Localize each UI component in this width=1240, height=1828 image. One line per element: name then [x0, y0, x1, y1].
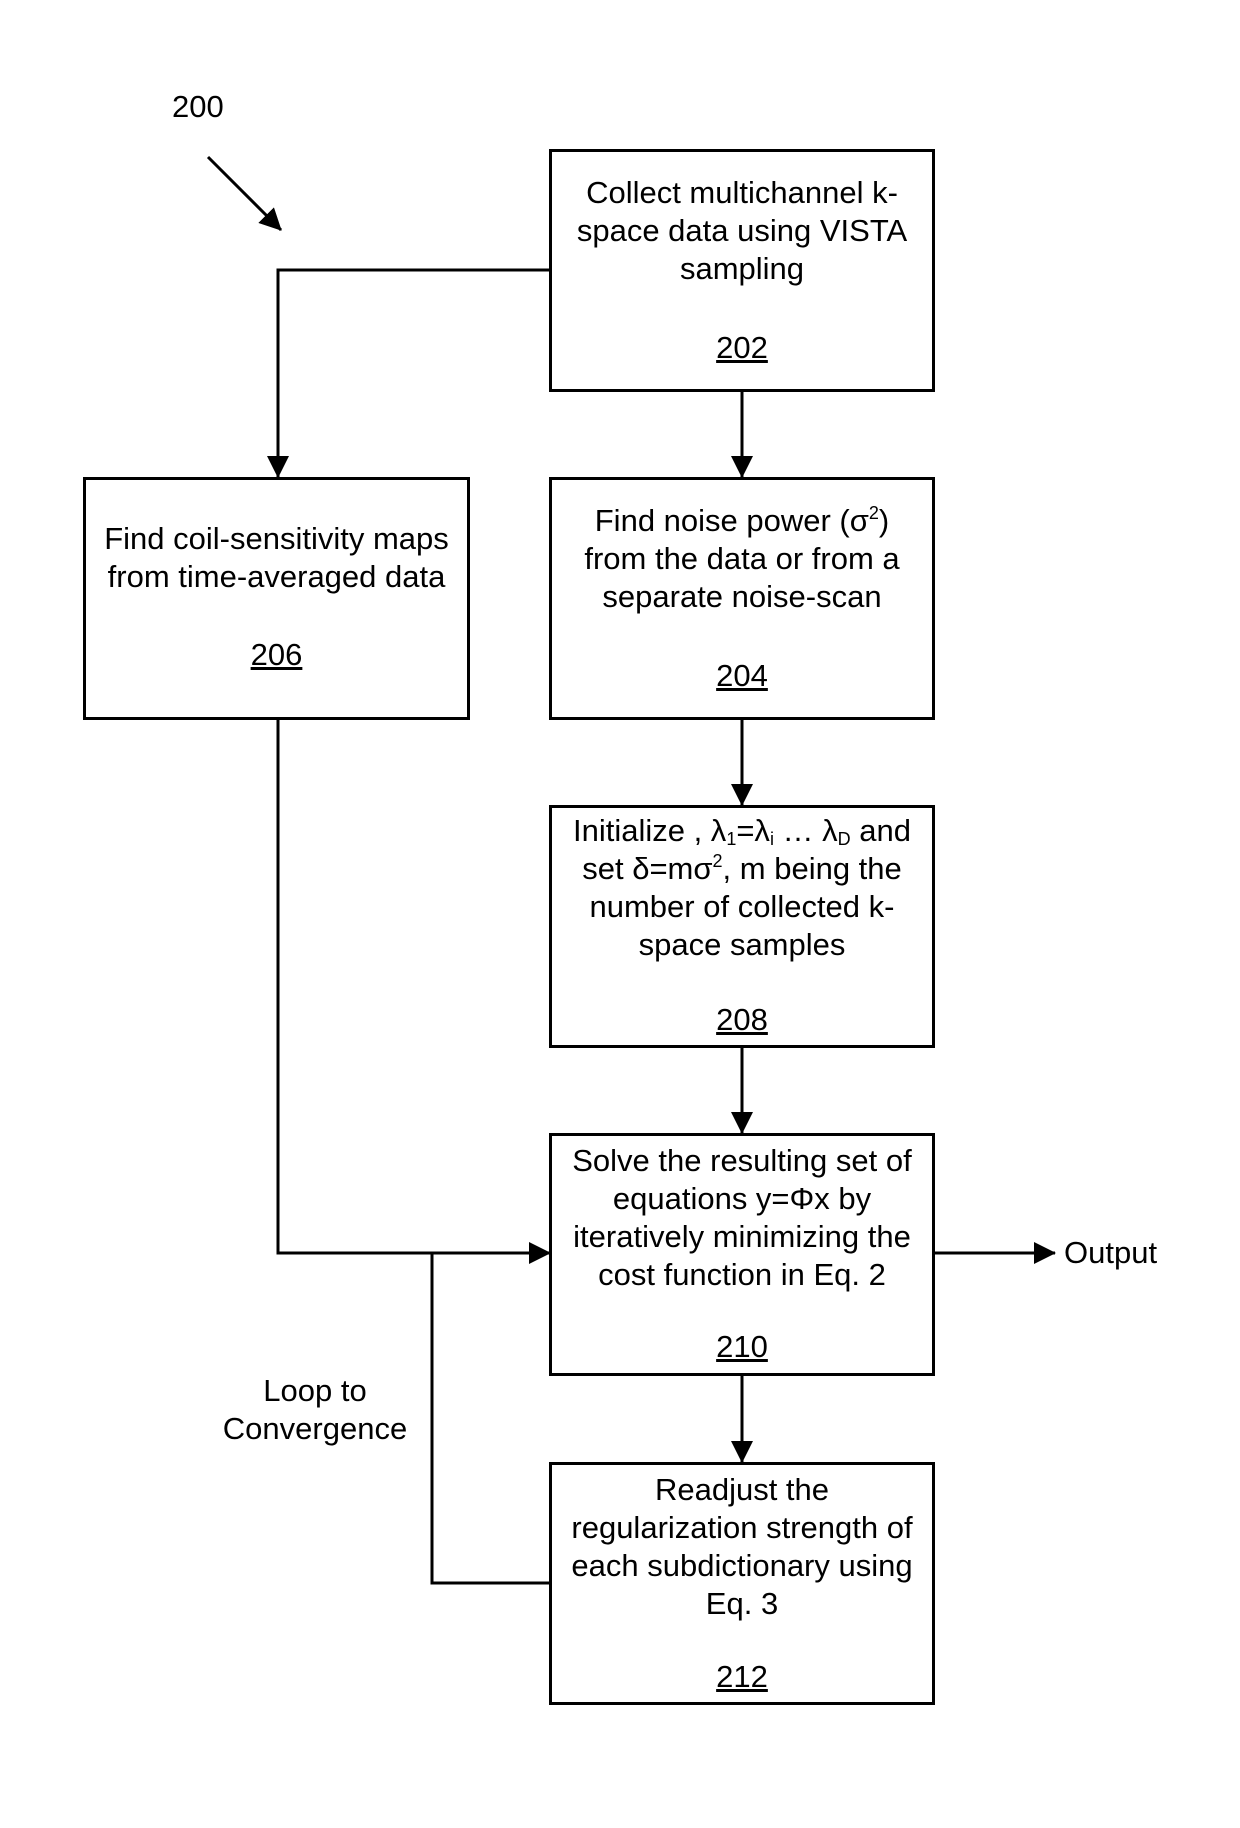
step-210-box: Solve the resulting set of equations y=Φ…: [549, 1133, 935, 1376]
loop-connector-212-to-210: [432, 1253, 550, 1583]
step-208-box: Initialize , λ1=λi … λD and set δ=mσ2, m…: [549, 805, 935, 1048]
step-202-ref: 202: [552, 329, 932, 367]
step-208-ref: 208: [552, 1001, 932, 1039]
step-204-box: Find noise power (σ2) from the data or f…: [549, 477, 935, 720]
step-210-text: Solve the resulting set of equations y=Φ…: [562, 1142, 922, 1294]
step-206-box: Find coil-sensitivity maps from time-ave…: [83, 477, 470, 720]
figure-number: 200: [172, 88, 232, 126]
step-202-text: Collect multichannel k-space data using …: [562, 174, 922, 288]
loop-label: Loop to Convergence: [215, 1372, 415, 1448]
step-212-box: Readjust the regularization strength of …: [549, 1462, 935, 1705]
figure-pointer-arrow: [208, 157, 281, 230]
connector-202-to-206: [278, 270, 552, 477]
step-204-text: Find noise power (σ2) from the data or f…: [562, 502, 922, 616]
output-label: Output: [1064, 1234, 1184, 1272]
step-202-box: Collect multichannel k-space data using …: [549, 149, 935, 392]
step-206-ref: 206: [86, 636, 467, 674]
step-204-ref: 204: [552, 657, 932, 695]
step-212-ref: 212: [552, 1658, 932, 1696]
step-206-text: Find coil-sensitivity maps from time-ave…: [96, 520, 457, 596]
step-210-ref: 210: [552, 1328, 932, 1366]
connector-206-to-210: [278, 718, 550, 1253]
step-208-text: Initialize , λ1=λi … λD and set δ=mσ2, m…: [562, 812, 922, 964]
step-212-text: Readjust the regularization strength of …: [562, 1471, 922, 1623]
